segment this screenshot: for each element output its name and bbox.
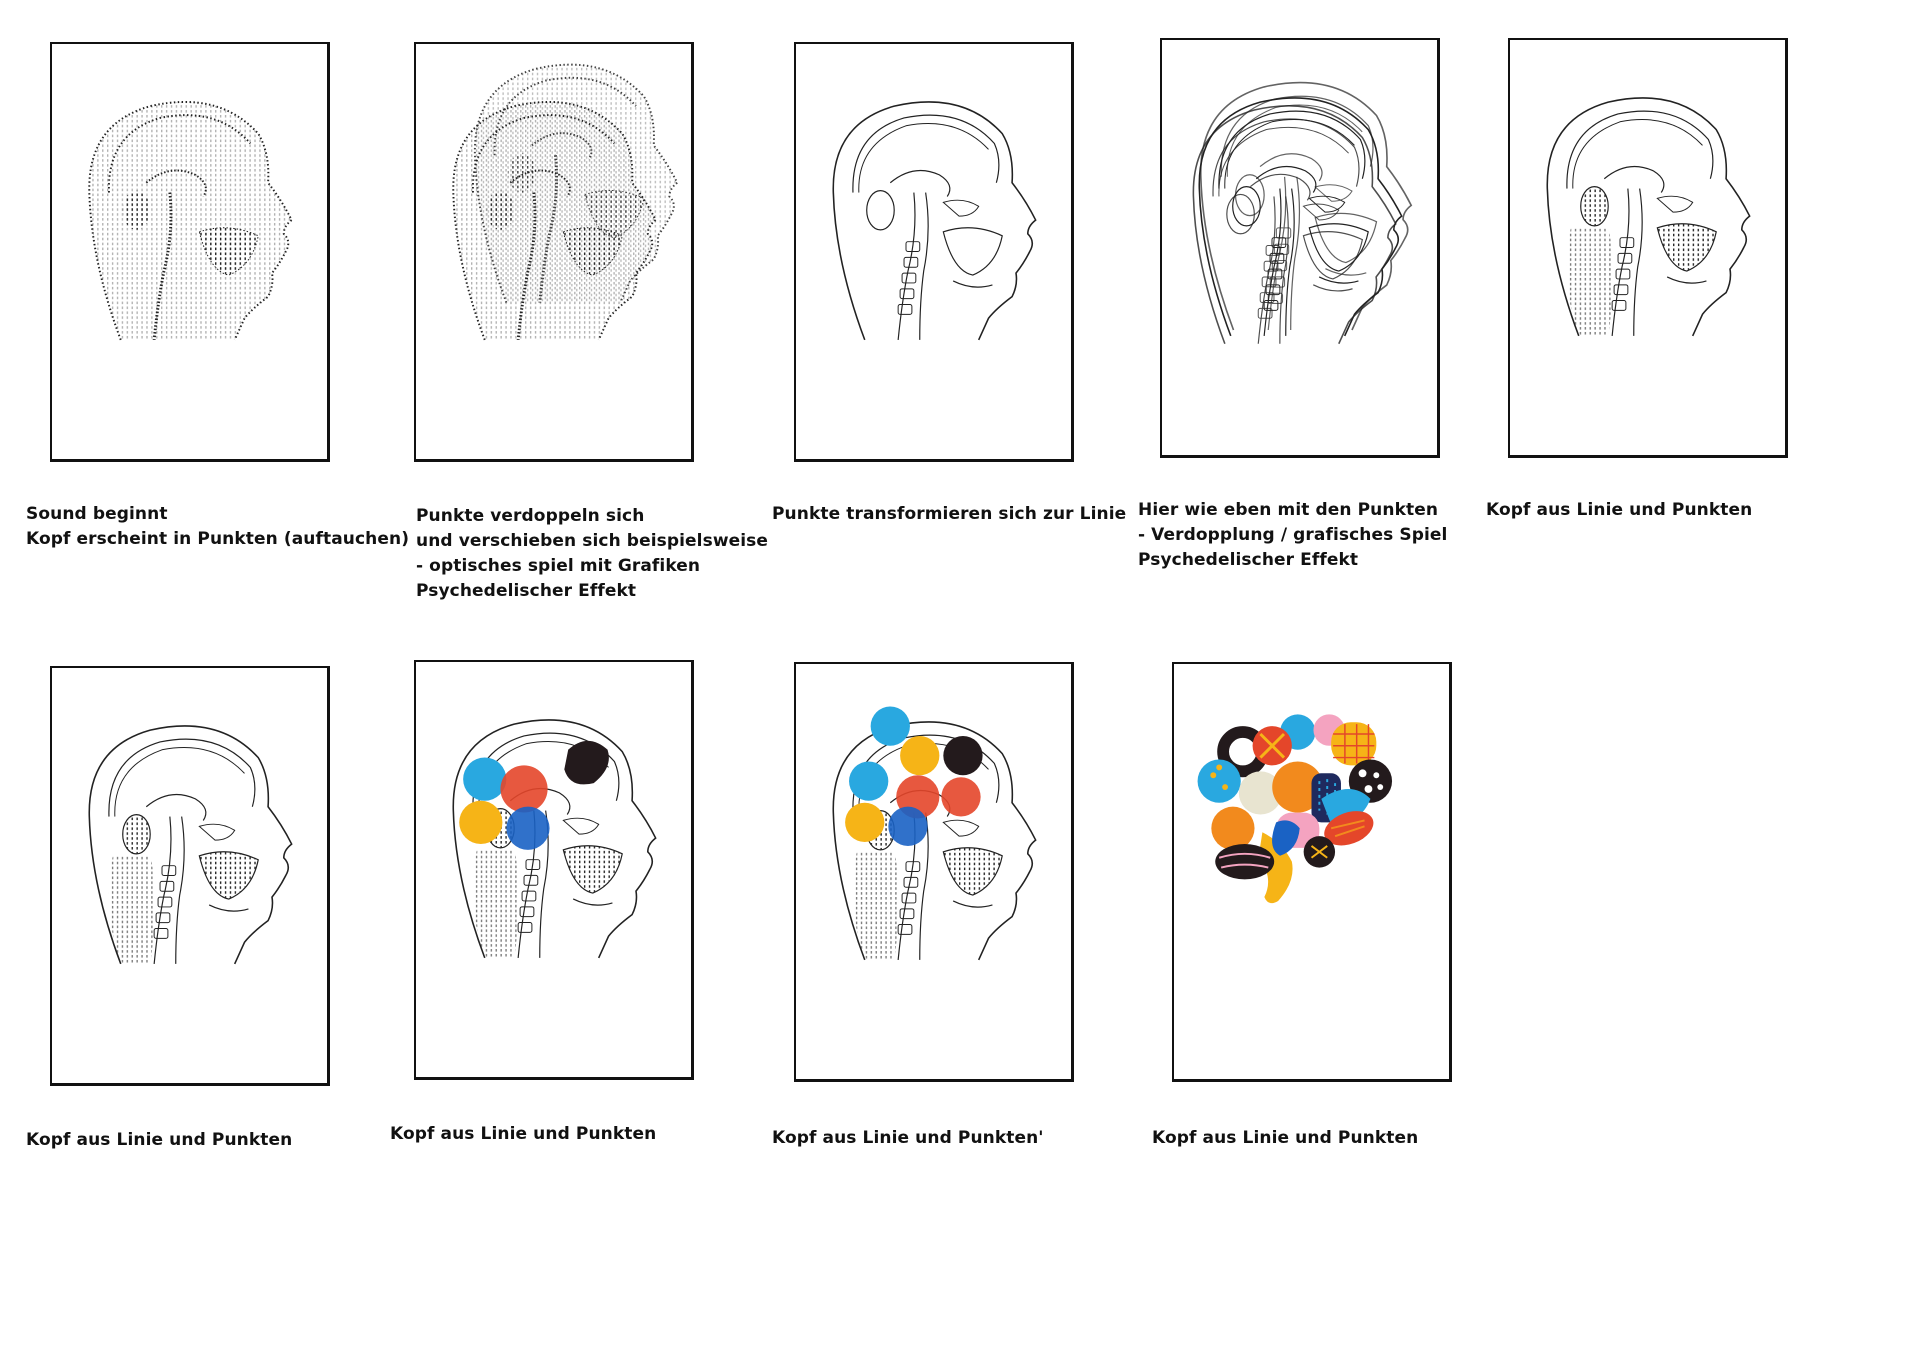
storyboard-frame-4	[1160, 38, 1440, 458]
caption-frame-2: Punkte verdoppeln sich und verschieben s…	[416, 504, 769, 604]
caption-line: Kopf aus Linie und Punkten'	[772, 1128, 1044, 1148]
storyboard-frame-1	[50, 42, 330, 462]
storyboard-frame-8	[794, 662, 1074, 1082]
circle-red-2	[941, 777, 981, 817]
caption-frame-4: Hier wie eben mit den Punkten - Verdoppl…	[1138, 498, 1468, 573]
caption-frame-8: Kopf aus Linie und Punkten'	[772, 1126, 1102, 1151]
circle-blue	[849, 761, 889, 801]
head-illustration-lines-multiplied	[1162, 40, 1437, 455]
caption-frame-1: Sound beginnt Kopf erscheint in Punkten …	[26, 502, 410, 552]
circle-yellow-top	[900, 735, 940, 776]
storyboard-frame-2	[414, 42, 694, 462]
caption-line: Psychedelischer Effekt	[1138, 550, 1359, 570]
caption-frame-9: Kopf aus Linie und Punkten	[1152, 1126, 1482, 1151]
colorful-brain-illustration	[1197, 714, 1393, 904]
head-illustration-mixed-with-circles	[416, 662, 691, 1077]
caption-line: Punkte verdoppeln sich	[416, 506, 645, 526]
caption-line: und verschieben sich beispielsweise	[416, 531, 769, 551]
circle-blue-top	[870, 706, 910, 746]
storyboard-frame-9	[1172, 662, 1452, 1082]
head-illustration-lines	[796, 44, 1071, 459]
circle-darkblue	[506, 806, 550, 850]
storyboard-frame-6	[50, 666, 330, 1086]
circle-red	[500, 765, 548, 813]
caption-line: Kopf aus Linie und Punkten	[390, 1124, 657, 1144]
head-illustration-dots-doubled	[451, 63, 679, 342]
caption-line: Hier wie eben mit den Punkten	[1138, 500, 1439, 520]
caption-line: Kopf aus Linie und Punkten	[26, 1130, 293, 1150]
storyboard-frame-7	[414, 660, 694, 1080]
brain-shapes	[1197, 714, 1393, 904]
circle-yellow	[459, 800, 503, 844]
caption-frame-3: Punkte transformieren sich zur Linie	[772, 502, 1127, 527]
caption-line: Kopf aus Linie und Punkten	[1486, 500, 1753, 520]
circle-yellow	[845, 802, 885, 843]
caption-frame-6: Kopf aus Linie und Punkten	[26, 1128, 356, 1153]
head-illustration-mixed	[52, 668, 327, 1083]
caption-line: Kopf aus Linie und Punkten	[1152, 1128, 1419, 1148]
head-illustration-dots	[87, 100, 294, 342]
caption-line: - Verdopplung / grafisches Spiel	[1138, 525, 1448, 545]
caption-line: Kopf erscheint in Punkten (auftauchen)	[26, 529, 410, 549]
caption-frame-5: Kopf aus Linie und Punkten	[1486, 498, 1816, 523]
storyboard-frame-5	[1508, 38, 1788, 458]
caption-line: Psychedelischer Effekt	[416, 581, 637, 601]
caption-line: Sound beginnt	[26, 504, 168, 524]
caption-frame-7: Kopf aus Linie und Punkten	[390, 1122, 720, 1147]
blob-black	[564, 740, 609, 785]
caption-line: Punkte transformieren sich zur Linie	[772, 504, 1127, 524]
circle-darkblue	[888, 806, 928, 846]
head-illustration-mixed	[1510, 40, 1785, 455]
circle-black	[943, 735, 983, 776]
head-illustration-mixed-with-circles-2	[796, 706, 1071, 1079]
caption-line: - optisches spiel mit Grafiken	[416, 556, 701, 576]
circle-blue	[463, 757, 507, 801]
storyboard-frame-3	[794, 42, 1074, 462]
